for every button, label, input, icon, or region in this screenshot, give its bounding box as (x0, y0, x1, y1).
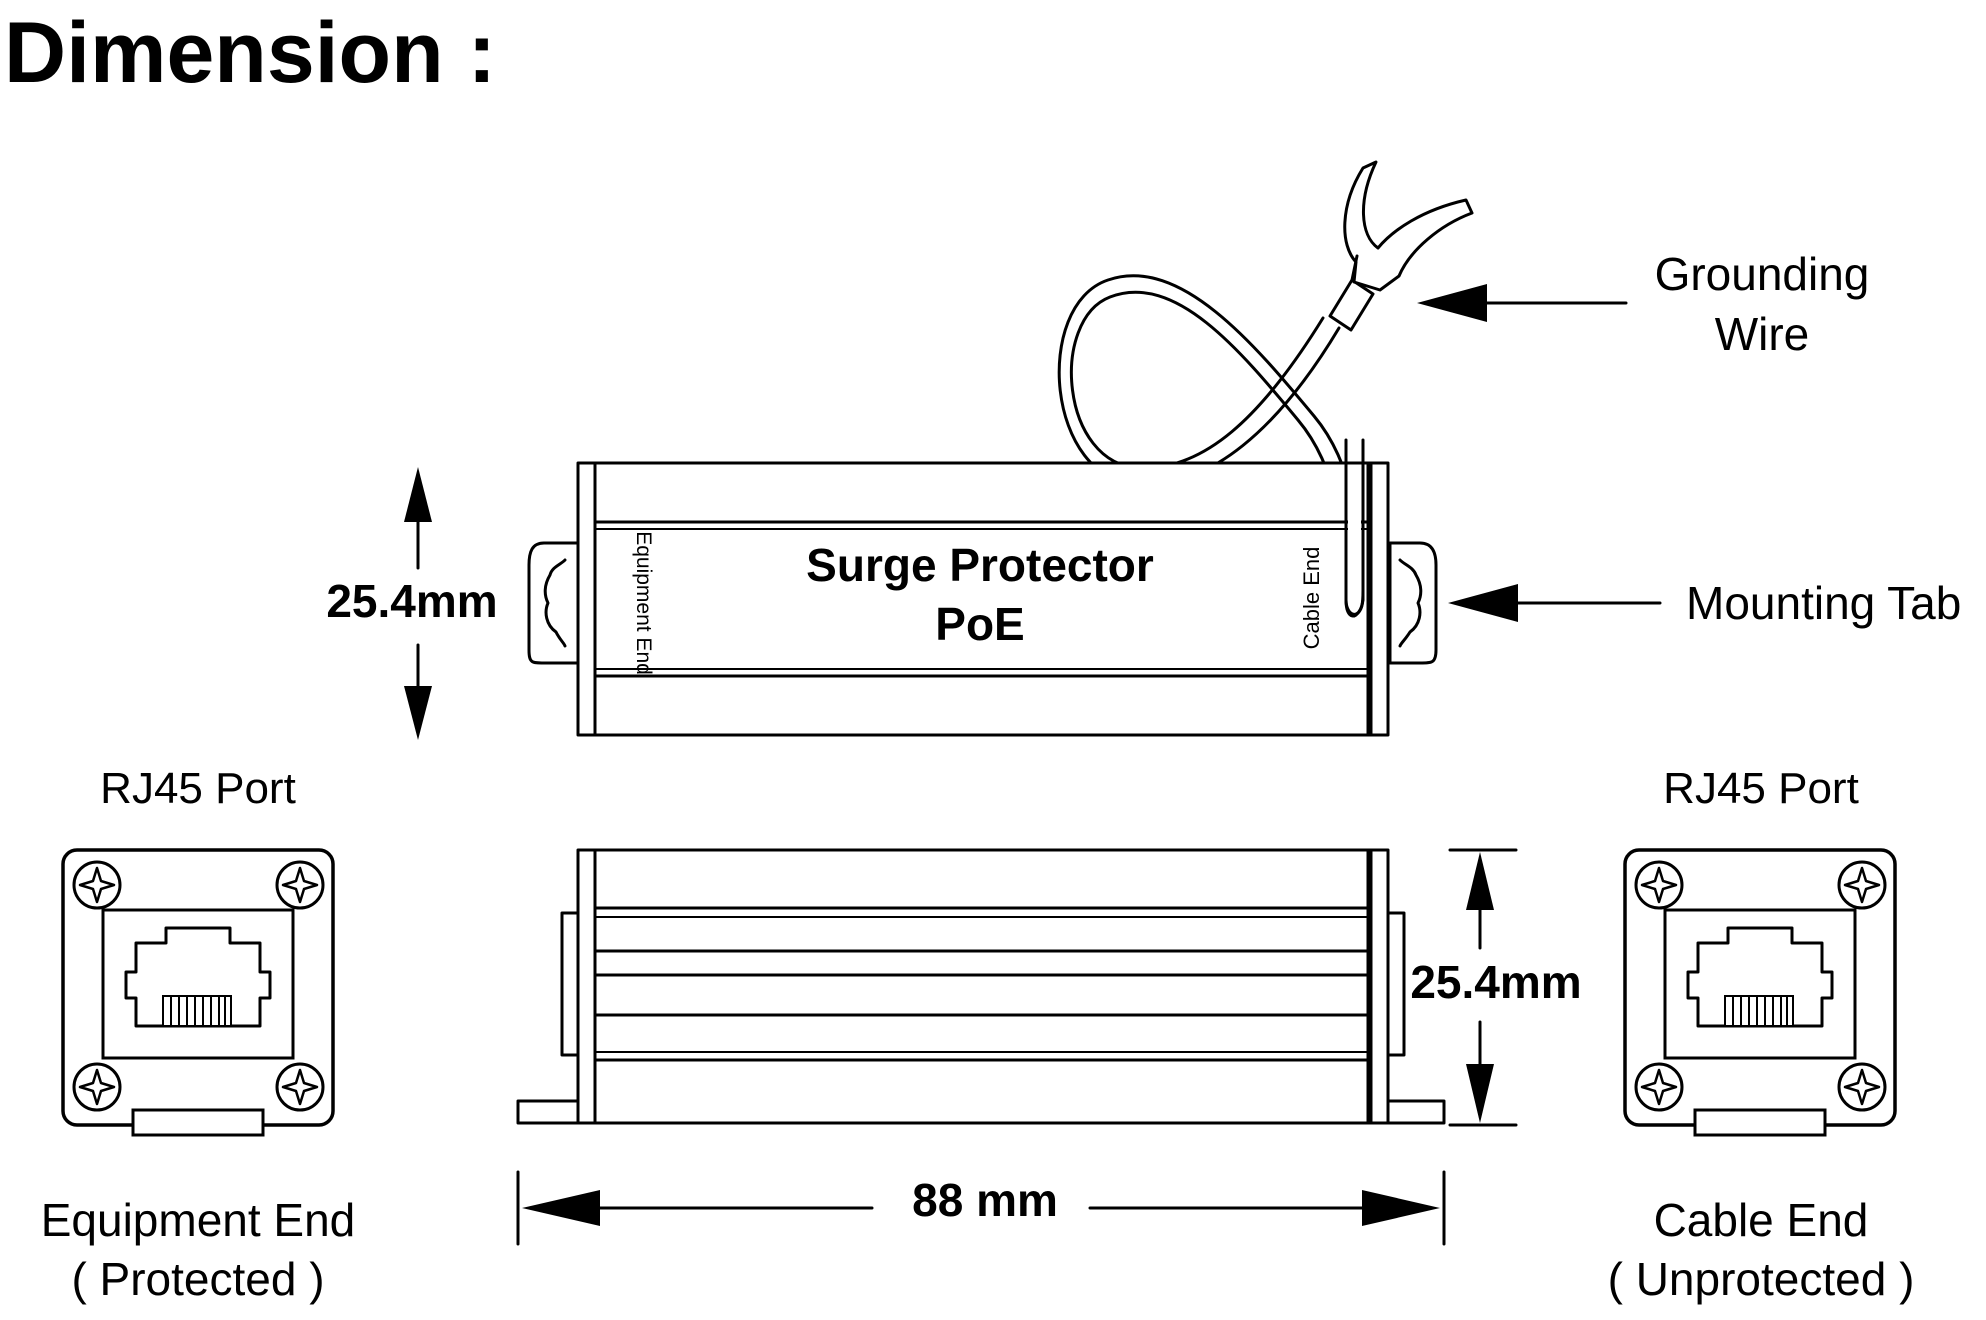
length-arrow (516, 1170, 1446, 1246)
mounting-tab-label: Mounting Tab (1686, 577, 1961, 629)
height-dimension-top: 25.4mm (326, 575, 497, 627)
rj45-port-right (1623, 848, 1897, 1137)
left-port-end-label: Equipment End (41, 1194, 356, 1246)
screw-icon (72, 1062, 122, 1112)
right-port-end-label: Cable End (1654, 1194, 1869, 1246)
screw-icon (72, 860, 122, 910)
left-port-status-label: ( Protected ) (71, 1253, 324, 1305)
height-dimension-side: 25.4mm (1410, 956, 1581, 1008)
screw-icon (275, 860, 325, 910)
height-arrow-top (404, 467, 432, 740)
side-view: 25.4mm 88 mm (516, 848, 1582, 1246)
rj45-left-label: RJ45 Port (100, 764, 296, 813)
grounding-callout-arrow (1417, 284, 1628, 322)
screw-icon (1837, 860, 1887, 910)
product-name-line1: Surge Protector (806, 539, 1154, 591)
screw-icon (1837, 1062, 1887, 1112)
side-body (576, 848, 1390, 1125)
screw-icon (275, 1062, 325, 1112)
mounting-tab-callout-arrow (1448, 584, 1662, 622)
height-arrow-side (1448, 848, 1518, 1127)
screw-icon (1634, 1062, 1684, 1112)
equipment-end-label: Equipment End (632, 531, 655, 675)
product-name-line2: PoE (935, 598, 1024, 650)
length-dimension: 88 mm (912, 1174, 1058, 1226)
rj45-right-label: RJ45 Port (1663, 764, 1859, 813)
top-body (576, 461, 1390, 737)
top-view: Surge Protector PoE Equipment End Cable … (326, 160, 1474, 740)
page-title: Dimension : (4, 5, 496, 101)
screw-icon (1634, 860, 1684, 910)
cable-end-label: Cable End (1299, 547, 1324, 650)
rj45-port-left (61, 848, 335, 1137)
right-mounting-tab (1388, 541, 1438, 665)
right-port-status-label: ( Unprotected ) (1608, 1253, 1915, 1305)
left-mounting-tab (527, 541, 580, 665)
grounding-label-line1: Grounding (1655, 248, 1870, 300)
grounding-label-line2: Wire (1715, 308, 1810, 360)
